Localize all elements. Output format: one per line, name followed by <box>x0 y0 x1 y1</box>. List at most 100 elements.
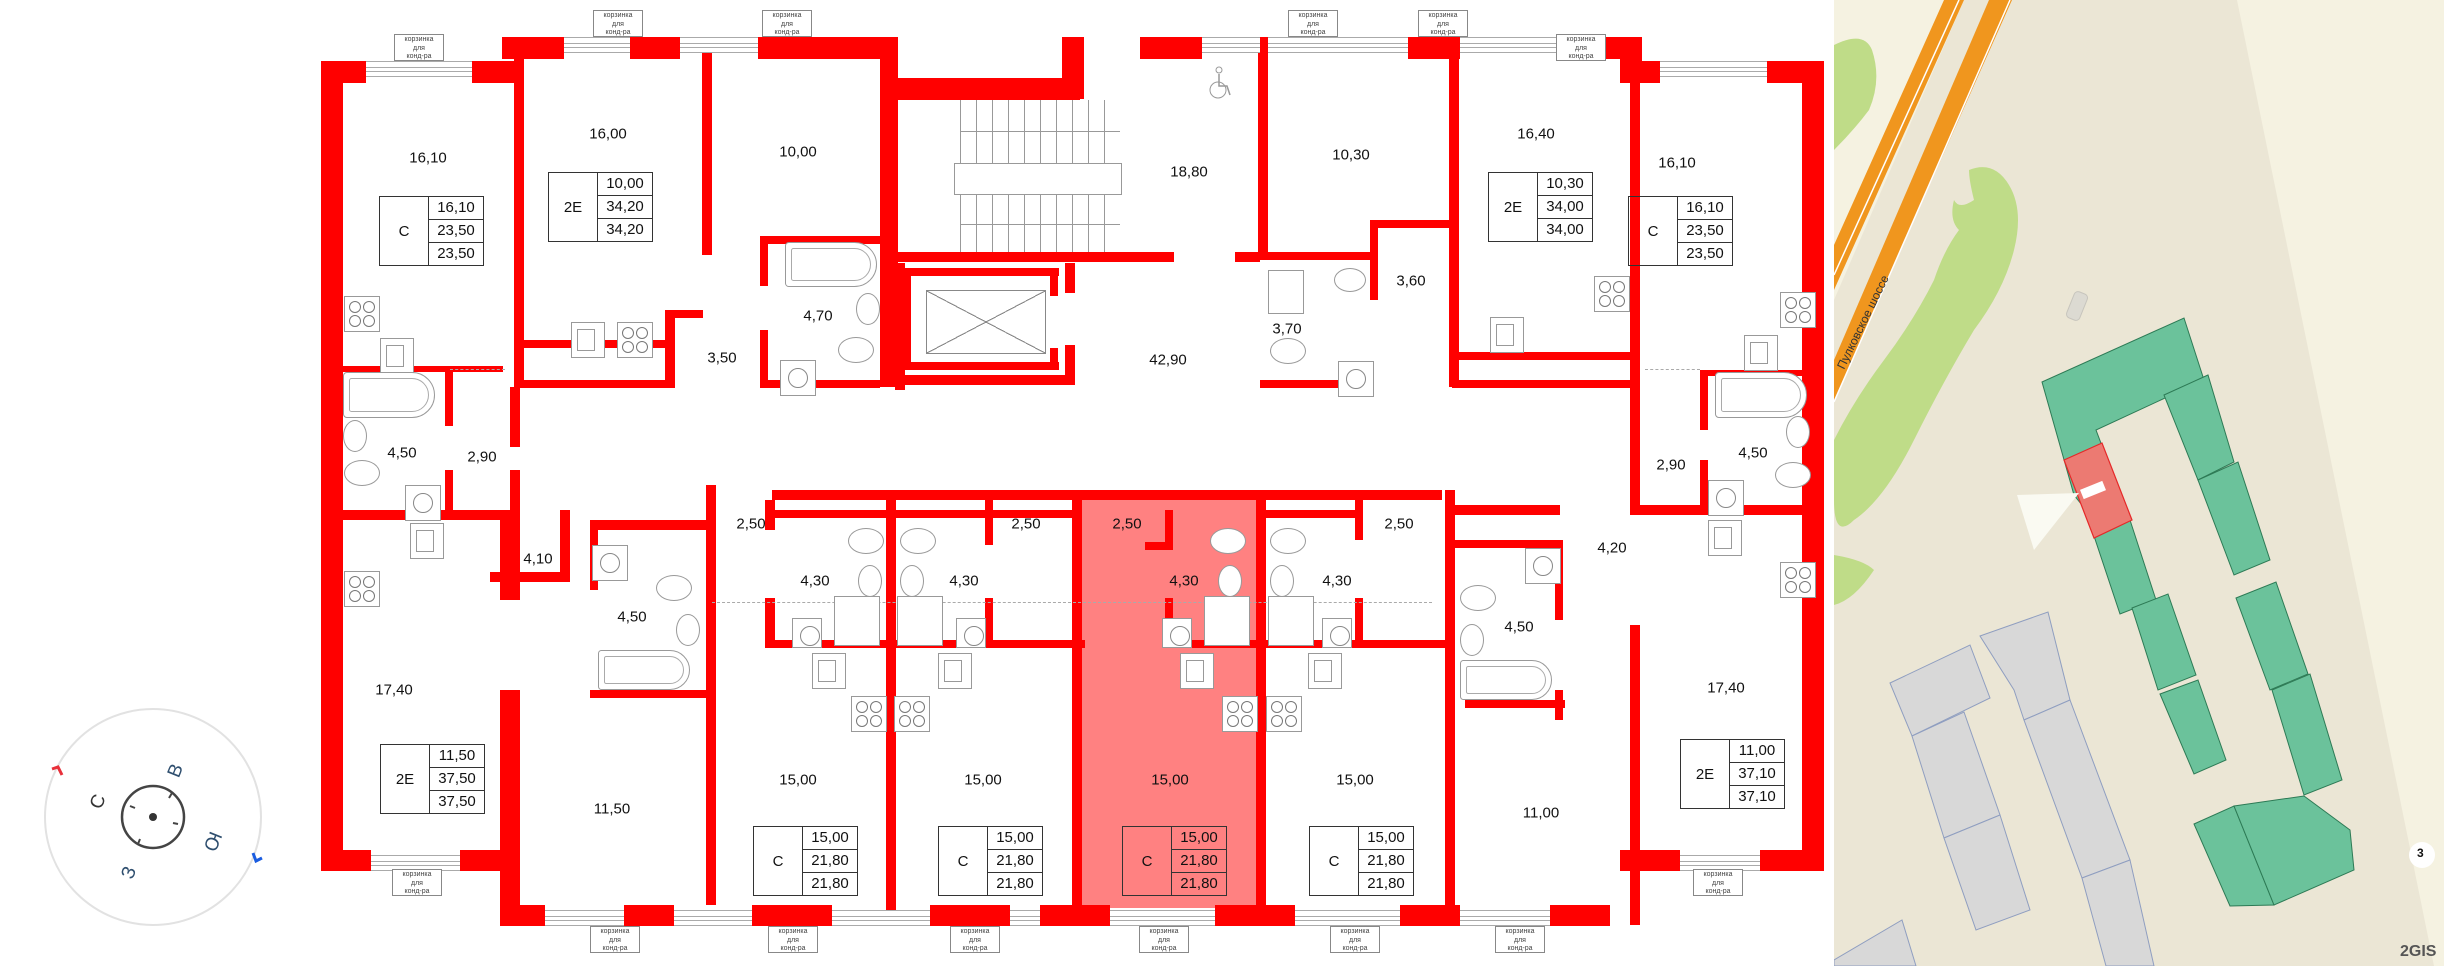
building-number-badge[interactable]: 3 <box>2417 846 2424 860</box>
room-area: 16,10 <box>1658 154 1696 172</box>
wall <box>760 236 880 244</box>
kitchen-sink-icon <box>410 523 444 559</box>
wall <box>1260 380 1370 388</box>
apartment-type: 2Е <box>549 173 598 241</box>
stove-icon <box>894 696 930 732</box>
total-area-with-balcony: 34,00 <box>1546 221 1584 238</box>
total-area-with-balcony: 37,10 <box>1738 788 1776 805</box>
living-area: 16,10 <box>1678 197 1732 220</box>
wall <box>702 37 712 255</box>
wall <box>590 520 710 530</box>
toilet-icon <box>1460 585 1496 611</box>
room-area: 2,90 <box>1656 456 1686 474</box>
shower-icon <box>897 596 943 646</box>
room-area: 4,50 <box>387 444 417 462</box>
wall <box>1258 37 1268 257</box>
wall <box>1452 352 1630 360</box>
room-area: 4,70 <box>803 307 833 325</box>
apartment-type: С <box>939 827 988 895</box>
wall <box>775 510 1075 518</box>
wall <box>445 470 453 510</box>
room-area: 4,50 <box>617 608 647 626</box>
bathtub-icon <box>598 650 690 690</box>
toilet-icon <box>838 337 874 363</box>
wall <box>765 598 775 648</box>
living-area: 15,00 <box>803 827 857 850</box>
washing-machine-icon <box>405 485 441 521</box>
wall <box>1700 460 1708 510</box>
stove-icon <box>1780 292 1816 328</box>
wall <box>760 330 768 385</box>
room-area: 16,10 <box>409 149 447 167</box>
room-area: 3,50 <box>707 349 737 367</box>
wall <box>1550 905 1610 926</box>
elevator-wall <box>1065 263 1075 293</box>
apartment-type: 2Е <box>381 745 430 813</box>
sink-icon <box>858 565 882 597</box>
kitchen-sink-icon <box>1744 335 1778 371</box>
wall <box>1355 598 1363 648</box>
wall <box>343 366 503 372</box>
kitchen-sink-icon <box>1490 317 1524 353</box>
wall <box>490 572 565 582</box>
living-area: 15,00 <box>1172 827 1226 850</box>
window <box>1295 910 1400 926</box>
wall <box>510 387 520 447</box>
location-map[interactable]: Пулковское шоссе <box>1834 0 2444 966</box>
sink-icon <box>900 565 924 597</box>
stove-icon <box>617 322 653 358</box>
room-area: 10,30 <box>1332 146 1370 164</box>
total-area: 21,80 <box>1172 850 1226 873</box>
kitchen-sink-icon <box>571 322 605 358</box>
toilet-icon <box>1270 338 1306 364</box>
sink-icon <box>1786 416 1810 448</box>
total-area: 21,80 <box>803 850 857 873</box>
wall <box>1455 540 1560 548</box>
compass[interactable]: С В Ю З <box>42 706 264 928</box>
living-area: 10,00 <box>598 173 652 196</box>
elevator-wall <box>895 263 905 390</box>
washing-machine-icon <box>1162 618 1192 648</box>
washing-machine-icon <box>1338 361 1374 397</box>
washing-machine-icon <box>1322 618 1352 648</box>
wall <box>560 510 570 582</box>
total-area-with-balcony: 21,80 <box>1180 875 1218 892</box>
stove-icon <box>1780 562 1816 598</box>
wall <box>1620 850 1680 871</box>
living-area: 11,00 <box>1730 740 1784 763</box>
apartment-type: С <box>1310 827 1359 895</box>
window <box>680 37 758 53</box>
stove-icon <box>344 296 380 332</box>
room-area: 15,00 <box>1151 771 1189 789</box>
washing-machine-icon <box>592 545 628 581</box>
wall <box>1260 252 1370 260</box>
wall <box>1630 61 1640 511</box>
wall <box>1256 490 1266 910</box>
window <box>545 910 624 926</box>
living-area: 15,00 <box>988 827 1042 850</box>
room-area: 15,00 <box>964 771 1002 789</box>
window <box>1660 61 1767 77</box>
room-area: 4,30 <box>949 572 979 590</box>
wall <box>1072 490 1082 910</box>
elevator-wall <box>895 375 1075 385</box>
wall <box>321 850 371 871</box>
window <box>1202 37 1260 53</box>
elevator-wall <box>1050 348 1058 368</box>
kitchen-sink-icon <box>1708 520 1742 556</box>
